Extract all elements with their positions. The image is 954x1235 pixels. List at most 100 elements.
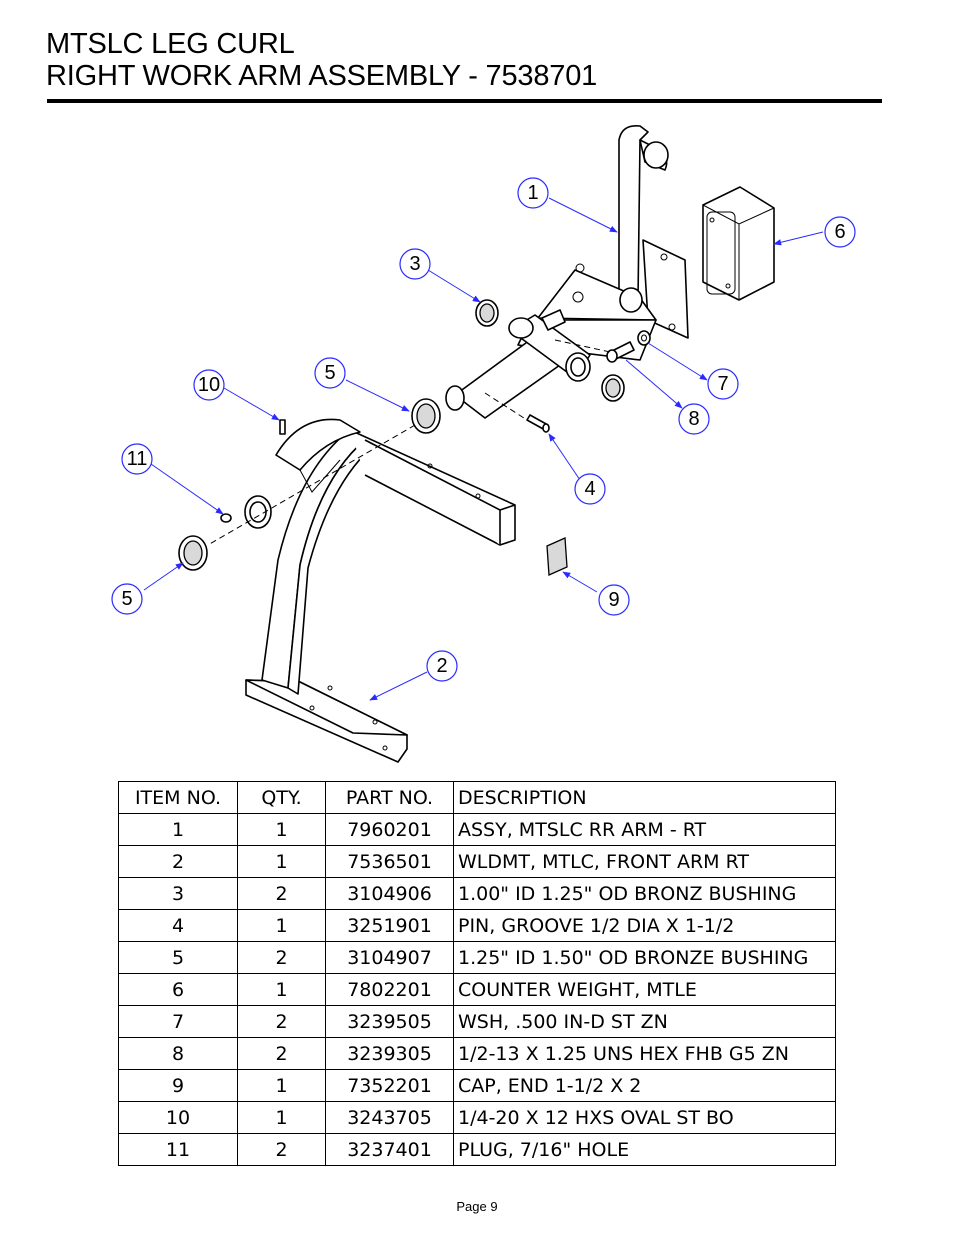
exploded-assembly-diagram: 1 6 3 5 10 7 8 11 4 5 9 2	[111, 124, 856, 763]
hole-plug	[220, 513, 232, 523]
callout-1: 1	[517, 177, 549, 209]
callout-10: 10	[193, 369, 225, 401]
svg-text:6: 6	[834, 221, 845, 243]
cell-item: 7	[118, 1005, 238, 1038]
cell-item: 8	[118, 1037, 238, 1070]
cell-description: ASSY, MTSLC RR ARM - RT	[453, 813, 836, 846]
title-line-1: MTSLC LEG CURL	[46, 28, 295, 60]
callout-leaders	[143, 197, 824, 701]
cell-item: 2	[118, 845, 238, 878]
callout-11: 11	[121, 443, 153, 475]
hex-bolt	[606, 341, 635, 363]
cell-qty: 2	[237, 1133, 326, 1166]
table-row: 8 2 3239305 1/2-13 X 1.25 UNS HEX FHB G5…	[118, 1037, 836, 1070]
svg-text:9: 9	[608, 589, 619, 611]
table-row: 5 2 3104907 1.25" ID 1.50" OD BRONZE BUS…	[118, 941, 836, 974]
counter-weight	[702, 186, 775, 301]
header-item-no: ITEM NO.	[118, 781, 238, 814]
cell-item: 9	[118, 1069, 238, 1102]
svg-text:5: 5	[121, 588, 132, 610]
svg-text:8: 8	[688, 408, 699, 430]
front-arm-weldment	[244, 418, 516, 763]
assembly-centerlines	[207, 339, 611, 546]
cell-part: 3237401	[325, 1133, 454, 1166]
table-row: 9 1 7352201 CAP, END 1-1/2 X 2	[118, 1069, 836, 1102]
callout-4: 4	[574, 473, 606, 505]
cell-qty: 1	[237, 813, 326, 846]
cell-part: 3104907	[325, 941, 454, 974]
cell-qty: 2	[237, 1005, 326, 1038]
cell-part: 3243705	[325, 1101, 454, 1134]
table-row: 2 1 7536501 WLDMT, MTLC, FRONT ARM RT	[118, 845, 836, 878]
cell-item: 6	[118, 973, 238, 1006]
cell-item: 1	[118, 813, 238, 846]
cell-description: 1.00" ID 1.25" OD BRONZ BUSHING	[453, 877, 836, 910]
cell-qty: 1	[237, 1069, 326, 1102]
callout-5-upper: 5	[314, 357, 346, 389]
cell-description: 1.25" ID 1.50" OD BRONZE BUSHING	[453, 941, 836, 974]
cell-qty: 2	[237, 941, 326, 974]
bushing-right	[601, 374, 625, 402]
svg-text:4: 4	[584, 478, 595, 500]
cell-description: PIN, GROOVE 1/2 DIA X 1-1/2	[453, 909, 836, 942]
table-row: 10 1 3243705 1/4-20 X 12 HXS OVAL ST BO	[118, 1101, 836, 1134]
cell-part: 3251901	[325, 909, 454, 942]
cell-item: 3	[118, 877, 238, 910]
callout-8: 8	[678, 403, 710, 435]
bushing-upper	[475, 299, 499, 327]
cell-item: 10	[118, 1101, 238, 1134]
cell-part: 7960201	[325, 813, 454, 846]
page-title: MTSLC LEG CURL RIGHT WORK ARM ASSEMBLY -…	[46, 28, 597, 92]
table-row: 3 2 3104906 1.00" ID 1.25" OD BRONZ BUSH…	[118, 877, 836, 910]
cell-qty: 1	[237, 845, 326, 878]
bill-of-materials-table: ITEM NO. QTY. PART NO. DESCRIPTION 1 1 7…	[118, 781, 836, 1166]
table-row: 4 1 3251901 PIN, GROOVE 1/2 DIA X 1-1/2	[118, 909, 836, 942]
cell-item: 4	[118, 909, 238, 942]
cell-part: 7352201	[325, 1069, 454, 1102]
svg-text:1: 1	[527, 182, 538, 204]
callout-2: 2	[426, 650, 458, 682]
end-cap	[546, 537, 568, 576]
callout-7: 7	[707, 368, 739, 400]
header-part-no: PART NO.	[325, 781, 454, 814]
svg-text:10: 10	[198, 374, 220, 396]
cell-description: WLDMT, MTLC, FRONT ARM RT	[453, 845, 836, 878]
cell-description: WSH, .500 IN-D ST ZN	[453, 1005, 836, 1038]
header-description: DESCRIPTION	[453, 781, 836, 814]
bushing-large-upper	[411, 398, 441, 434]
rear-arm-assembly	[445, 124, 689, 419]
page-number: Page 9	[456, 1199, 498, 1214]
title-line-2: RIGHT WORK ARM ASSEMBLY - 7538701	[46, 60, 598, 92]
cell-item: 5	[118, 941, 238, 974]
cell-qty: 1	[237, 973, 326, 1006]
cell-part: 3239305	[325, 1037, 454, 1070]
cell-description: 1/4-20 X 12 HXS OVAL ST BO	[453, 1101, 836, 1134]
svg-text:3: 3	[409, 253, 420, 275]
svg-text:5: 5	[324, 362, 335, 384]
cell-qty: 1	[237, 1101, 326, 1134]
svg-text:7: 7	[717, 373, 728, 395]
callout-3: 3	[399, 248, 431, 280]
cell-description: COUNTER WEIGHT, MTLE	[453, 973, 836, 1006]
cell-part: 3239505	[325, 1005, 454, 1038]
table-header-row: ITEM NO. QTY. PART NO. DESCRIPTION	[118, 781, 836, 814]
washer	[637, 330, 651, 346]
table-row: 7 2 3239505 WSH, .500 IN-D ST ZN	[118, 1005, 836, 1038]
callout-5-lower: 5	[111, 583, 143, 615]
cell-description: CAP, END 1-1/2 X 2	[453, 1069, 836, 1102]
bushing-large-lower	[178, 535, 208, 571]
table-row: 1 1 7960201 ASSY, MTSLC RR ARM - RT	[118, 813, 836, 846]
cell-part: 7536501	[325, 845, 454, 878]
groove-pin	[526, 414, 550, 433]
cell-description: PLUG, 7/16" HOLE	[453, 1133, 836, 1166]
cell-qty: 1	[237, 909, 326, 942]
oval-screw	[279, 419, 286, 435]
svg-text:11: 11	[127, 448, 148, 470]
title-rule	[47, 99, 882, 103]
cell-part: 3104906	[325, 877, 454, 910]
header-qty: QTY.	[237, 781, 326, 814]
cell-qty: 2	[237, 1037, 326, 1070]
cell-qty: 2	[237, 877, 326, 910]
cell-description: 1/2-13 X 1.25 UNS HEX FHB G5 ZN	[453, 1037, 836, 1070]
callout-9: 9	[598, 584, 630, 616]
